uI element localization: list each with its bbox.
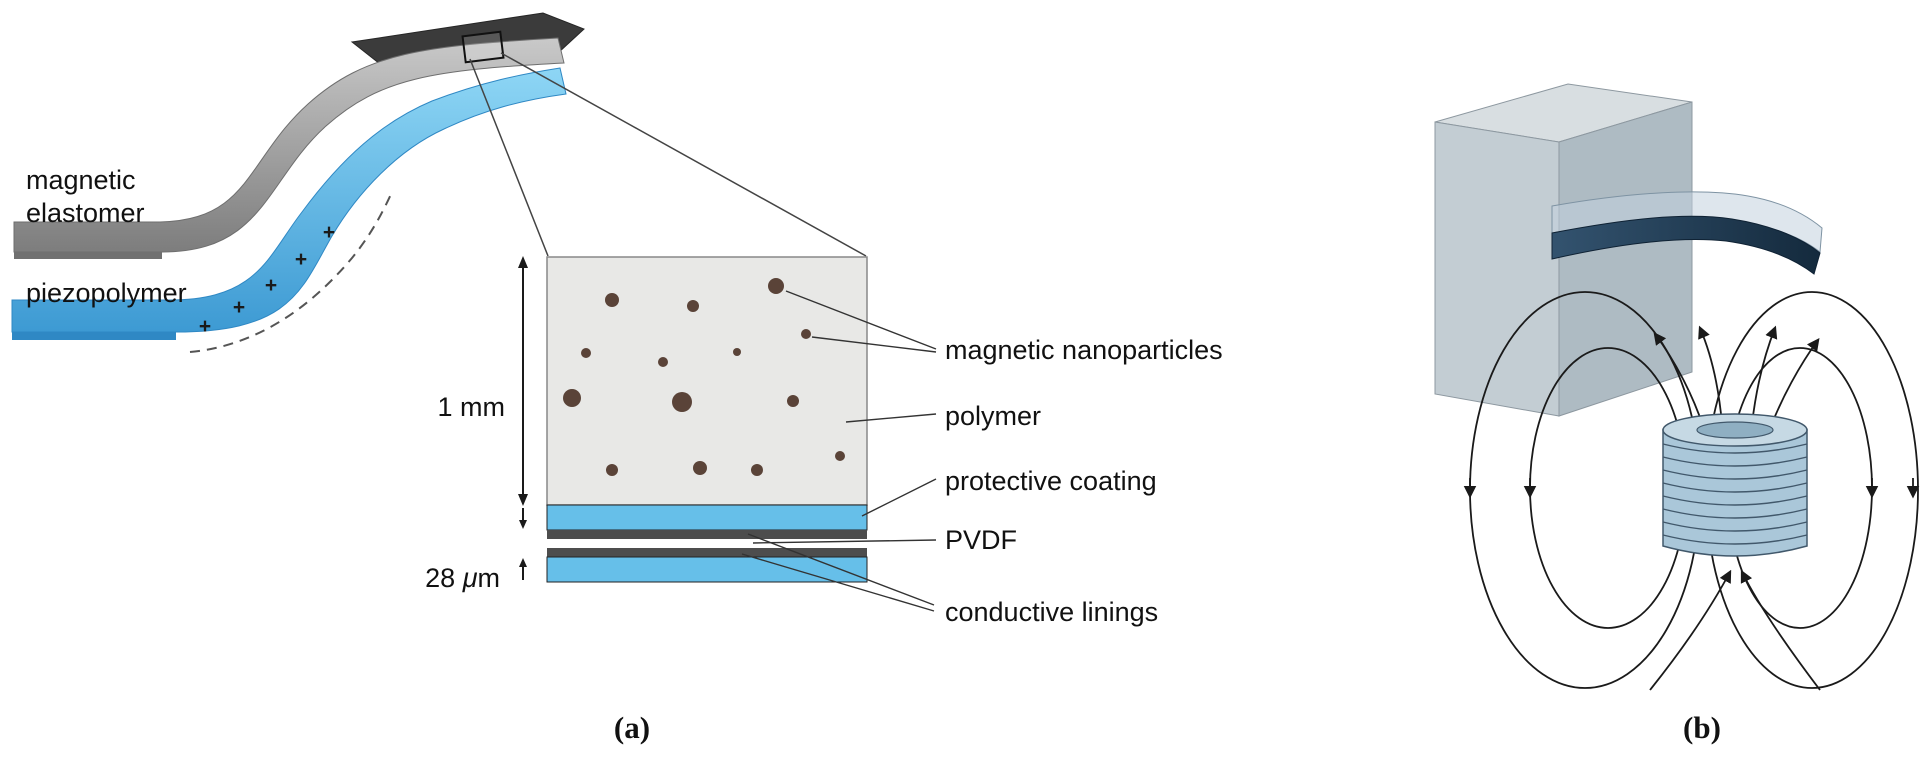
polymer-matrix [546, 256, 868, 506]
pvdf-thickness-label: 28 μm [385, 529, 500, 595]
magnetic-elastomer-front-edge [14, 252, 162, 259]
leader-protective-coating [861, 478, 937, 517]
nanoparticles [563, 278, 845, 476]
cross-section-inset [546, 256, 868, 583]
piezopolymer-layer [11, 67, 567, 333]
magnetic-nanoparticle [801, 329, 811, 339]
pvdf-thickness-mu: μ [462, 563, 478, 593]
plus-charge-symbol: + [199, 315, 211, 338]
plus-charge-symbol: + [295, 248, 307, 271]
conductive-lining-top-layer [547, 530, 867, 539]
protective-coating-label: protective coating [945, 466, 1157, 496]
conductive-linings-label: conductive linings [945, 597, 1159, 627]
magnetic-nanoparticle [605, 293, 619, 307]
zoom-callout [461, 30, 867, 257]
total-thickness-label: 1 mm [437, 392, 506, 422]
magnetic-elastomer-label: magnetic elastomer [26, 165, 145, 228]
magnetic-nanoparticle [581, 348, 591, 358]
field-line-bottom-right [1740, 569, 1821, 691]
leader-pvdf [752, 539, 937, 544]
leader-lines [741, 290, 937, 612]
field-line-bottom-left [1649, 569, 1732, 691]
block-side-face [1558, 101, 1693, 417]
dimension-28um-arrows [519, 508, 527, 580]
block-front-face [1434, 121, 1560, 417]
coil-inner-hole [1696, 421, 1774, 439]
zoom-line-left [469, 58, 549, 257]
polymer-label: polymer [945, 401, 1042, 431]
magnetic-nanoparticle [751, 464, 763, 476]
magnetic-nanoparticle [606, 464, 618, 476]
panel-b-illustration [1434, 83, 1920, 691]
leader-conductive-lining-2 [741, 553, 935, 612]
cantilever-bilayer: + + + + + [11, 12, 585, 353]
magnetic-nanoparticle [672, 392, 692, 412]
beam-dark-layer [1551, 215, 1821, 275]
field-line-up-3 [1751, 325, 1778, 425]
zoom-line-right [500, 52, 867, 257]
cantilever-beam [1551, 191, 1823, 275]
piezopolymer-front-edge [12, 332, 176, 340]
charge-plus-signs: + + + + + [199, 221, 335, 338]
leader-nanoparticles-1 [785, 290, 937, 350]
magnetic-nanoparticle [687, 300, 699, 312]
pvdf-thickness-value: 28 [425, 563, 463, 593]
plus-charge-symbol: + [323, 221, 335, 244]
conductive-lining-bottom-layer [547, 548, 867, 557]
magnetic-nanoparticle [835, 451, 845, 461]
panel-b-caption: (b) [1683, 710, 1721, 745]
zoom-source-rect [461, 30, 505, 64]
dimension-1mm-arrow [518, 256, 528, 506]
protective-coating-bottom-layer [546, 556, 868, 583]
pvdf-label: PVDF [945, 525, 1018, 555]
field-line-up-2 [1698, 325, 1723, 425]
leader-conductive-lining-1 [747, 533, 935, 606]
coil-windings [1662, 443, 1808, 545]
panel-a-illustration: + + + + + [11, 12, 937, 612]
plus-charge-symbol: + [233, 296, 245, 319]
pvdf-thickness-unit: m [477, 563, 501, 593]
leader-nanoparticles-2 [811, 336, 937, 353]
leader-polymer [845, 413, 937, 423]
plus-charge-symbol: + [265, 274, 277, 297]
magnetic-nanoparticles-label: magnetic nanoparticles [945, 335, 1223, 365]
magnetic-nanoparticle [693, 461, 707, 475]
magnetic-nanoparticle [768, 278, 784, 294]
panel-a-caption: (a) [613, 710, 651, 745]
magnetic-nanoparticle [787, 395, 799, 407]
neutral-axis-dashed-line [189, 191, 393, 353]
pvdf-layer [547, 539, 867, 548]
piezopolymer-label: piezopolymer [26, 278, 187, 308]
magnetic-nanoparticle [658, 357, 668, 367]
induction-coil [1662, 413, 1808, 557]
magnetic-elastomer-layer [13, 37, 565, 253]
protective-coating-top-layer [546, 504, 868, 531]
field-line-up-4 [1770, 337, 1820, 427]
magnetic-nanoparticle [733, 348, 741, 356]
magnetic-nanoparticle [563, 389, 581, 407]
